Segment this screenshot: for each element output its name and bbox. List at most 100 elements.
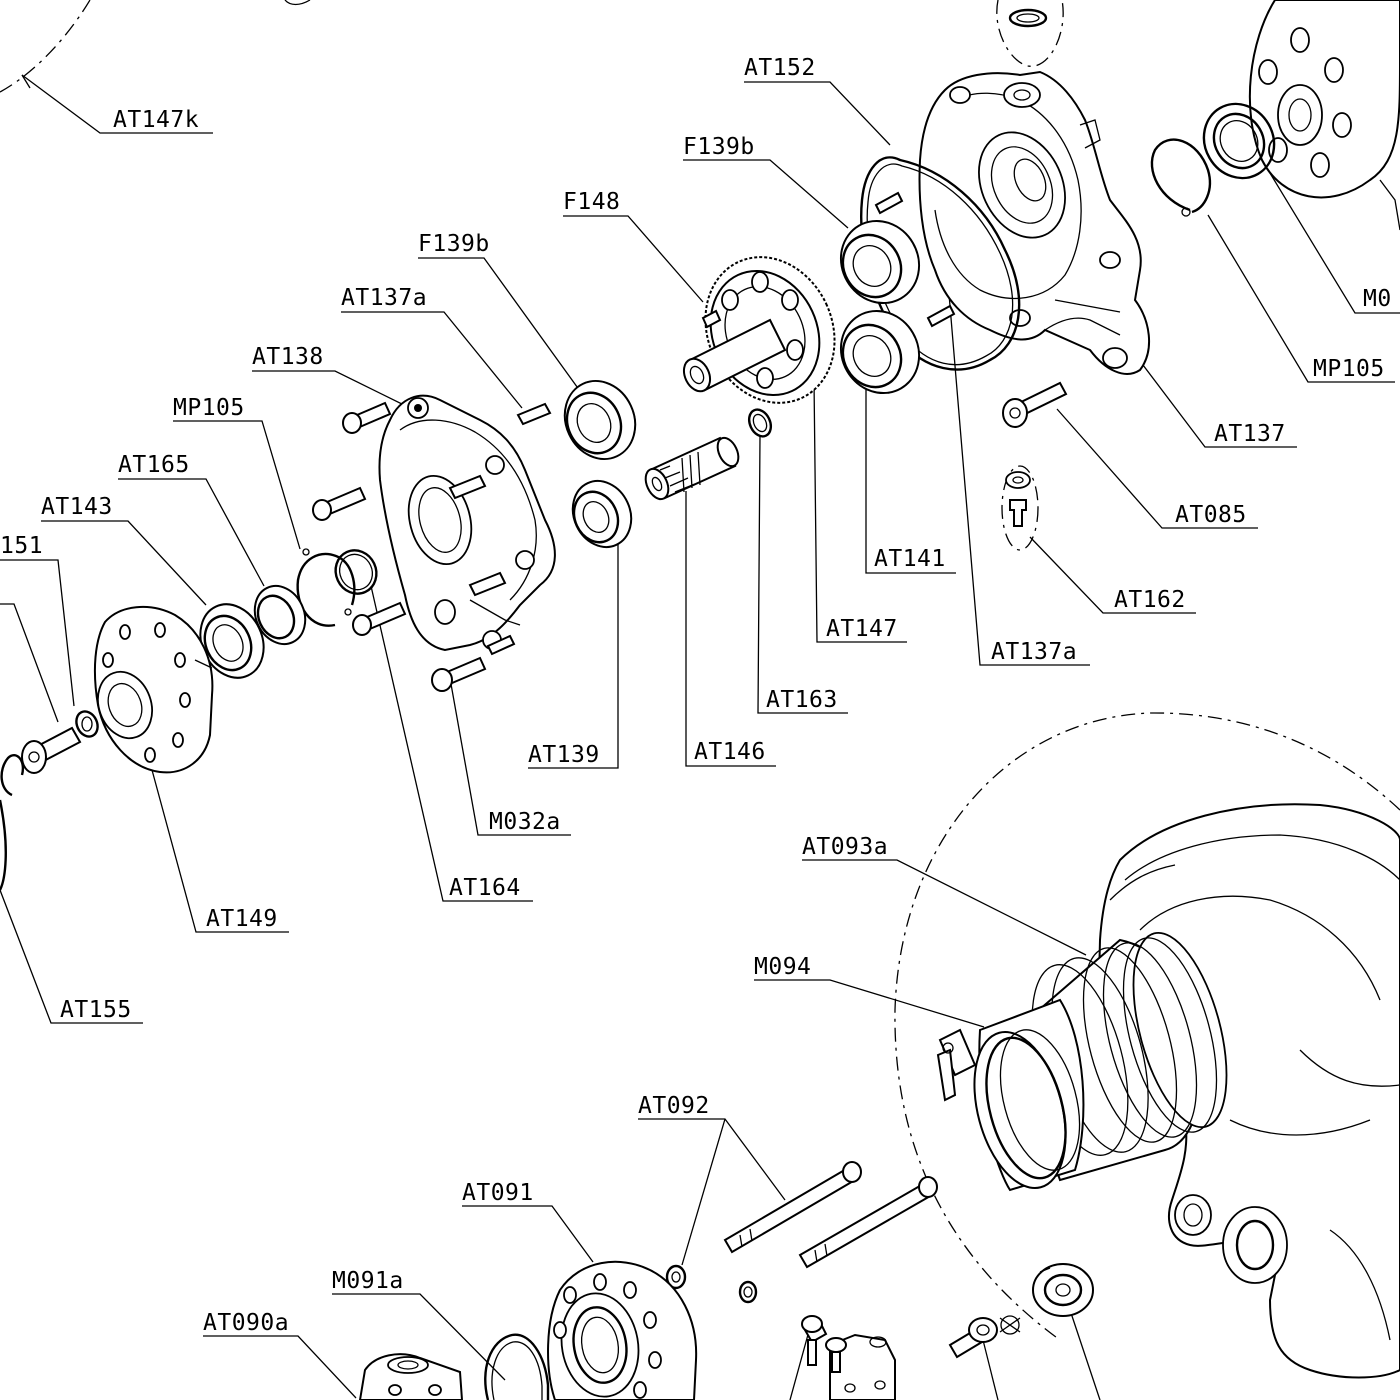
leader-at152: [744, 81, 891, 146]
leader-at141: [865, 374, 956, 574]
washer-at163: [747, 408, 773, 438]
bearing-at141: [839, 309, 921, 395]
leader-m091a: [332, 1293, 506, 1381]
leader-at147k: [21, 74, 213, 134]
label-f148: F148: [563, 189, 620, 215]
label-at147: AT147: [826, 616, 898, 642]
leader-at085: [1056, 408, 1258, 529]
gear-at147: [682, 256, 836, 404]
leader-m032a: [450, 683, 571, 836]
leader-at093a: [802, 859, 1087, 956]
dowel-pins-upper: [874, 191, 956, 328]
label-at143: AT143: [41, 494, 113, 520]
top-left-fragment: [284, 0, 1048, 28]
label-at093a: AT093a: [802, 834, 888, 860]
label-at165: AT165: [118, 452, 190, 478]
leader-bottom-3: [1069, 1309, 1101, 1400]
label-at146: AT146: [694, 739, 766, 765]
leader-mp105-left: [173, 420, 301, 550]
screw-at085: [1002, 381, 1068, 428]
label-at162: AT162: [1114, 587, 1186, 613]
cover-at138: [378, 394, 556, 652]
leader-at163: [757, 435, 848, 714]
pinion-at146: [644, 436, 740, 501]
dash-oval-at162: [1001, 465, 1039, 551]
label-mp105-right: MP105: [1313, 356, 1385, 382]
bearing-f139b-upper: [839, 219, 921, 305]
screw-left: [21, 726, 82, 774]
dowel-at137a: [516, 402, 552, 426]
leader-at137a-lower: [945, 257, 1090, 666]
label-m091a: M091a: [332, 1268, 404, 1294]
circlip-far-left: [0, 753, 25, 891]
leader-m094: [754, 979, 985, 1028]
label-f139b-upper: F139b: [683, 134, 755, 160]
leader-mp105-right: [1207, 214, 1395, 383]
label-m094: M094: [754, 954, 811, 980]
label-at163: AT163: [766, 687, 838, 713]
o-ring-m091a: [484, 1333, 550, 1400]
leader-at092-b: [681, 1118, 726, 1266]
right-flange-part: [1248, 0, 1400, 231]
label-at139: AT139: [528, 742, 600, 768]
washers-at092: [665, 1264, 758, 1304]
leader-at138: [252, 370, 411, 409]
label-at155: AT155: [60, 997, 132, 1023]
label-at091: AT091: [462, 1180, 534, 1206]
circlip-mp105-left: [296, 548, 356, 627]
label-at141: AT141: [874, 546, 946, 572]
o-ring-at164: [334, 549, 378, 595]
label-at090a: AT090a: [203, 1310, 289, 1336]
leader-f139b-lower: [418, 257, 581, 392]
leader-at090a: [203, 1335, 357, 1399]
leader-at162: [1029, 536, 1196, 614]
leader-at137a-upper: [341, 311, 523, 409]
label-151: 151: [0, 533, 43, 559]
leader-at147: [813, 379, 907, 643]
seal-ring-right: [1202, 102, 1276, 180]
leader-at146: [685, 491, 776, 767]
plug-at162: [1005, 471, 1031, 527]
leader-at137: [1142, 364, 1297, 448]
label-m032a: M032a: [489, 809, 561, 835]
leader-at155: [0, 889, 143, 1024]
label-mp105-left: MP105: [173, 395, 245, 421]
label-at137: AT137: [1214, 421, 1286, 447]
callout-labels: AT147k AT152 F139b F148 F139b AT137a AT1…: [0, 55, 1391, 1336]
gasket-at137a: [860, 156, 1021, 371]
leader-f139b-upper: [683, 159, 849, 229]
leader-at149: [151, 769, 289, 933]
flange-at091: [547, 1260, 698, 1400]
turbo-housing-m094: [936, 803, 1400, 1379]
leader-at143: [41, 520, 207, 606]
label-at137a-lower: AT137a: [991, 639, 1077, 665]
label-at164: AT164: [449, 875, 521, 901]
label-at138: AT138: [252, 344, 324, 370]
dash-circle-turbo: [894, 712, 1400, 1341]
leader-at092-a: [638, 1118, 786, 1201]
leader-151: [0, 559, 75, 707]
washer-left: [75, 710, 99, 738]
o-ring-top: [1008, 8, 1048, 28]
leader-at164: [370, 585, 533, 902]
label-at152: AT152: [744, 55, 816, 81]
label-at092: AT092: [638, 1093, 710, 1119]
leader-bottom-2: [982, 1339, 999, 1400]
bearing-at139: [571, 479, 633, 549]
part-at090a: [358, 1353, 464, 1400]
bearing-f139b-lower: [563, 380, 637, 460]
key-f148: [701, 309, 722, 329]
label-at149: AT149: [206, 906, 278, 932]
bolts-cover: [312, 401, 516, 692]
leader-f148: [563, 215, 704, 303]
flange-at149: [93, 605, 214, 774]
leader-lines: [0, 74, 1400, 1400]
leader-at091: [462, 1205, 594, 1263]
gearbox-housing-at137: [918, 70, 1151, 375]
leader-151-b: [0, 603, 59, 723]
circlip-mp105-right: [1150, 138, 1212, 217]
leader-at139: [528, 544, 619, 769]
bolts-at092: [723, 1161, 938, 1269]
label-f139b-lower: F139b: [418, 231, 490, 257]
